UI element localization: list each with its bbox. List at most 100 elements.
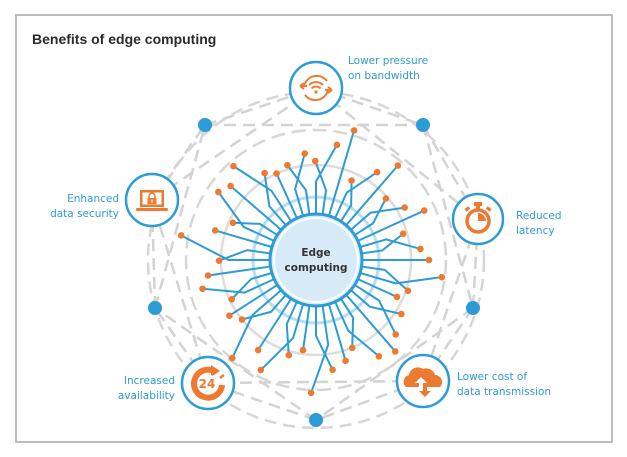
benefit-node-security[interactable] bbox=[124, 172, 180, 228]
circuit-trace bbox=[315, 144, 338, 213]
benefit-label-security: Enhanced data security bbox=[50, 192, 119, 222]
trace-endpoint bbox=[254, 346, 262, 354]
circuit-trace bbox=[275, 173, 298, 218]
trace-endpoint bbox=[401, 204, 408, 211]
dashed-connector bbox=[150, 199, 210, 384]
trace-endpoint bbox=[215, 257, 223, 264]
trace-endpoint bbox=[348, 177, 355, 184]
24-label: 24 bbox=[199, 377, 216, 391]
benefit-label-transmission: Lower cost of data transmission bbox=[457, 370, 551, 400]
circuit-trace bbox=[314, 160, 328, 214]
trace-endpoint bbox=[425, 256, 433, 264]
trace-endpoint bbox=[348, 344, 356, 352]
benefit-label-latency: Reduced latency bbox=[516, 209, 562, 239]
circuit-trace bbox=[260, 304, 304, 371]
trace-endpoint bbox=[393, 293, 401, 301]
circuit-trace bbox=[310, 306, 330, 394]
trace-endpoint bbox=[417, 245, 424, 253]
trace-endpoint bbox=[399, 230, 407, 238]
circuit-trace bbox=[217, 191, 274, 242]
blue-node-dot bbox=[416, 118, 430, 132]
label-line1: Lower cost of bbox=[457, 371, 528, 383]
blue-nodes bbox=[148, 118, 480, 427]
diagram-frame bbox=[15, 14, 613, 443]
circuit-trace bbox=[362, 232, 404, 255]
circuit-trace bbox=[202, 278, 274, 294]
circuit-trace bbox=[232, 221, 278, 236]
trace-endpoint bbox=[238, 316, 246, 323]
circuit-trace bbox=[340, 180, 353, 222]
trace-endpoint bbox=[375, 352, 383, 360]
label-line2: on bandwidth bbox=[348, 70, 420, 82]
circuit-trace bbox=[230, 272, 272, 300]
trace-endpoint bbox=[394, 162, 402, 169]
benefit-node-availability[interactable]: 24 bbox=[180, 355, 236, 411]
dashed-connector bbox=[421, 307, 475, 382]
trace-endpoint bbox=[438, 273, 446, 281]
label-line1: Enhanced bbox=[67, 193, 119, 205]
circuit-trace bbox=[360, 272, 442, 285]
wifi-sync-icon bbox=[299, 74, 333, 102]
trace-endpoint bbox=[230, 162, 237, 170]
benefit-node-bandwidth[interactable] bbox=[288, 60, 344, 116]
blue-node-dot bbox=[309, 413, 323, 427]
label-line2: availability bbox=[117, 390, 175, 402]
label-line2: data transmission bbox=[457, 386, 552, 398]
trace-endpoint bbox=[382, 195, 390, 202]
dashed-connector bbox=[153, 307, 210, 384]
benefit-node-transmission[interactable] bbox=[395, 353, 451, 409]
center-label-line1: Edge bbox=[301, 247, 330, 259]
label-line2: latency bbox=[516, 225, 555, 237]
dashed-connector bbox=[315, 306, 474, 422]
dashed-connector bbox=[154, 306, 317, 422]
trace-endpoint bbox=[199, 285, 206, 293]
circuit-trace bbox=[294, 153, 306, 216]
dashed-connector bbox=[153, 124, 207, 309]
circuit-trace bbox=[358, 278, 398, 298]
trace-endpoint bbox=[228, 354, 236, 362]
circuit-trace bbox=[302, 306, 311, 351]
circuit-trace bbox=[286, 164, 311, 214]
dashed-connector bbox=[151, 86, 317, 202]
trace-endpoint bbox=[373, 168, 381, 176]
trace-endpoint bbox=[333, 141, 341, 149]
benefit-node-latency[interactable] bbox=[451, 192, 505, 246]
label-line1: Increased bbox=[123, 375, 175, 387]
trace-endpoint bbox=[342, 357, 349, 365]
label-line1: Lower pressure bbox=[348, 55, 429, 67]
trace-endpoint bbox=[311, 157, 319, 165]
circuit-trace bbox=[285, 302, 298, 356]
stopwatch-icon bbox=[464, 202, 492, 234]
trace-endpoint bbox=[257, 366, 265, 374]
circuit-trace bbox=[257, 298, 292, 351]
circuit-trace bbox=[229, 185, 282, 230]
trace-endpoint bbox=[273, 170, 280, 177]
circuit-trace bbox=[232, 165, 292, 222]
diagram-title: Benefits of edge computing bbox=[32, 31, 217, 47]
trace-endpoint bbox=[391, 348, 399, 355]
trace-endpoint bbox=[215, 188, 222, 196]
circuit-trace bbox=[354, 284, 397, 335]
middle-dashed-ring bbox=[184, 128, 448, 392]
center-hub: Edge computing bbox=[268, 212, 364, 308]
circuit-trace bbox=[358, 209, 425, 242]
trace-endpoint bbox=[261, 169, 268, 177]
dashed-connector bbox=[315, 87, 479, 220]
trace-endpoint bbox=[229, 219, 237, 227]
label-line1: Reduced bbox=[516, 210, 562, 222]
circuit-traces bbox=[177, 127, 446, 397]
dashed-connector bbox=[471, 218, 480, 309]
trace-endpoint bbox=[211, 227, 219, 234]
circuit-trace bbox=[346, 294, 396, 353]
trace-endpoint bbox=[177, 232, 185, 239]
circuit-trace bbox=[328, 130, 355, 216]
trace-endpoint bbox=[404, 287, 412, 295]
dashed-connector bbox=[421, 124, 475, 309]
circuit-trace bbox=[350, 290, 402, 315]
trace-endpoint bbox=[285, 351, 293, 359]
circuit-trace bbox=[346, 164, 399, 226]
trace-endpoint bbox=[226, 312, 233, 319]
label-line2: data security bbox=[50, 208, 119, 220]
benefit-label-bandwidth: Lower pressure on bandwidth bbox=[348, 54, 428, 84]
